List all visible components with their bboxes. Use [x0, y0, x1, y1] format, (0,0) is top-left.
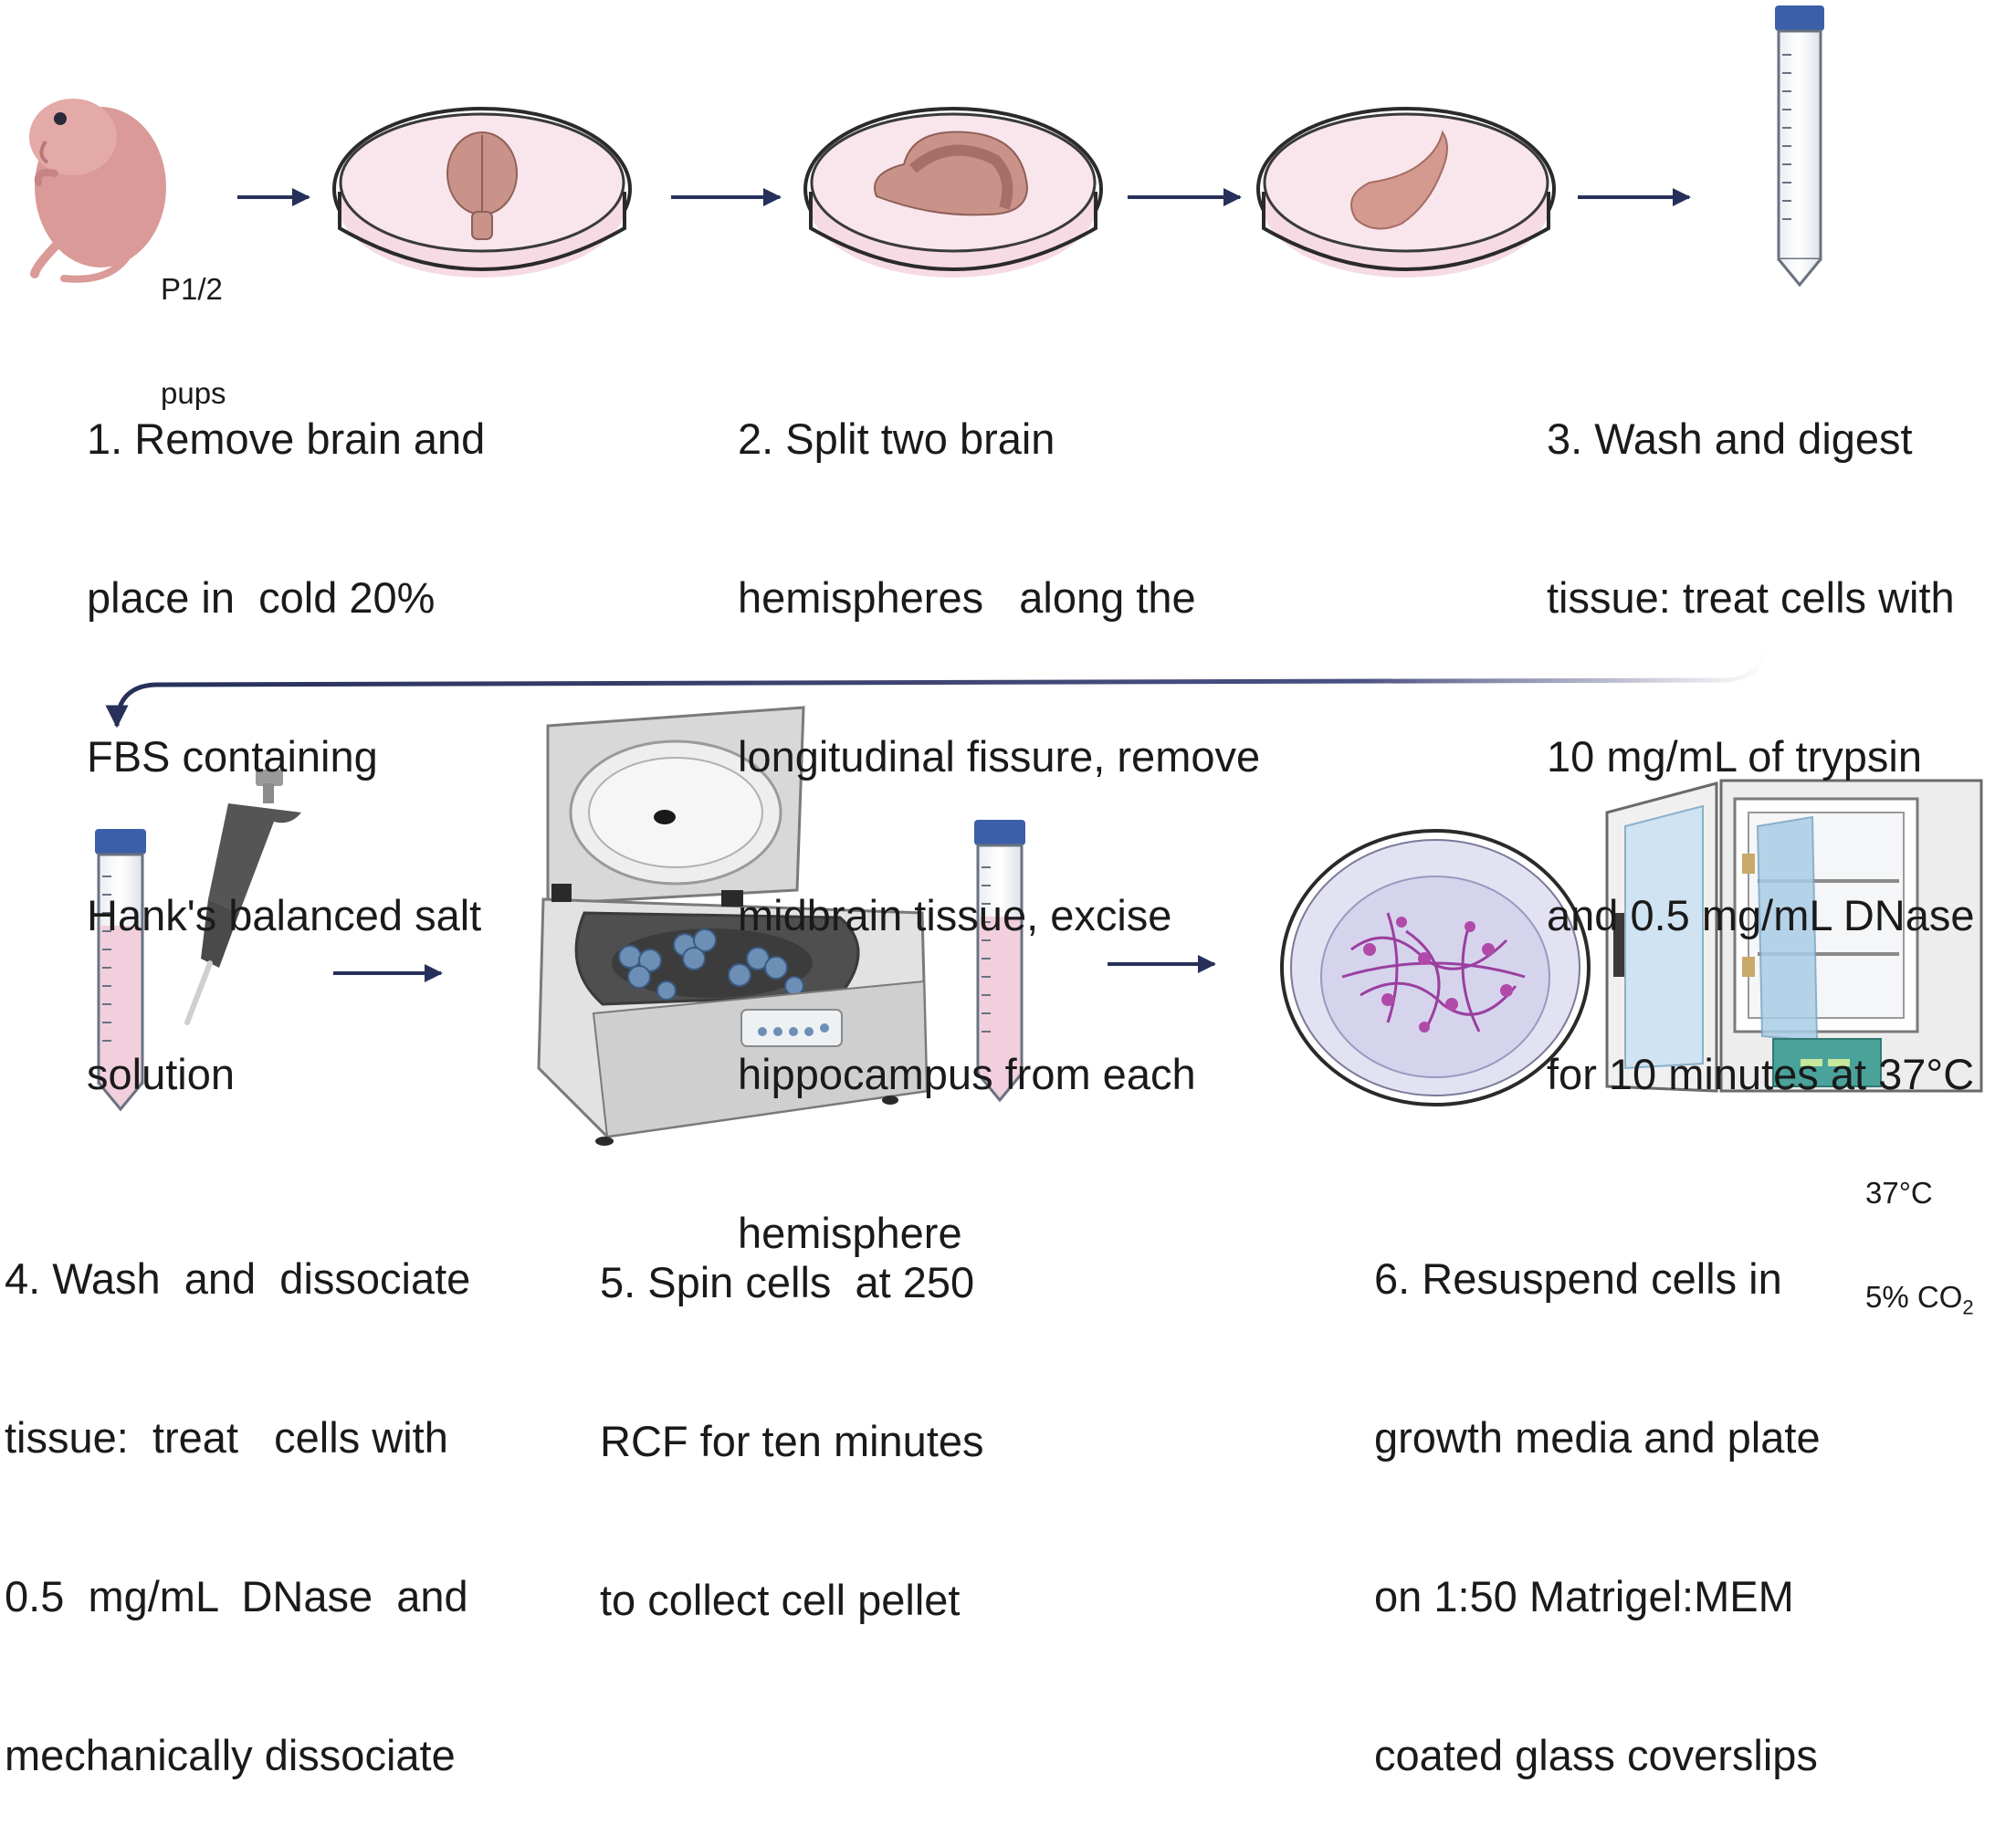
step-3-text: 3. Wash and digest tissue: treat cells w…	[1547, 307, 1975, 1154]
step-line: 3. Wash and digest	[1547, 414, 1913, 463]
incubator-label: 37°C 5% CO2	[1865, 1106, 1974, 1360]
step-5-text: 5. Spin cells at 250 RCF for ten minutes…	[600, 1150, 984, 1680]
step-line: 0.5 mg/mL DNase and	[5, 1572, 468, 1620]
step-line: FBS containing	[87, 732, 378, 781]
step-line: 2. Split two brain	[738, 414, 1055, 463]
step-line: RCF for ten minutes	[600, 1417, 984, 1465]
step-line: 1. Remove brain and	[87, 414, 486, 463]
step-line: midbrain tissue, excise	[738, 891, 1172, 939]
step-line: 4. Wash and dissociate	[5, 1254, 471, 1303]
step-line: hemispheres along the	[738, 573, 1196, 622]
incubator-temp: 37°C	[1865, 1176, 1933, 1210]
incubator-co2: 5% CO2	[1865, 1280, 1974, 1326]
petri-dish-hemisphere-icon	[803, 107, 1103, 278]
pup-label-line: P1/2	[161, 272, 223, 306]
petri-dish-brain-icon	[332, 107, 632, 278]
petri-dish-hippocampus-icon	[1256, 107, 1556, 278]
step-line: tissue: treat cells with	[5, 1413, 448, 1462]
pup-label-line: pups	[161, 376, 226, 410]
step-6-text: 6. Resuspend cells in growth media and p…	[1374, 1147, 1821, 1835]
step-line: for 10 minutes at 37°C	[1547, 1050, 1975, 1098]
step-1-text: 1. Remove brain and place in cold 20% FB…	[87, 307, 485, 1154]
mouse-pup-icon	[29, 99, 166, 283]
workflow-diagram	[29, 5, 1983, 1146]
conical-tube-icon	[974, 820, 1025, 1103]
step-line: place in cold 20%	[87, 573, 436, 622]
step-4-text: 4. Wash and dissociate tissue: treat cel…	[5, 1147, 516, 1835]
step-line: 5. Spin cells at 250	[600, 1258, 975, 1306]
step-line: mechanically dissociate	[5, 1731, 456, 1779]
step-line: 6. Resuspend cells in	[1374, 1254, 1782, 1303]
co2-subscript: 2	[1962, 1295, 1974, 1319]
connector-arrow	[105, 638, 1769, 729]
step-line: growth media and plate	[1374, 1413, 1821, 1462]
step-line: tissue: treat cells with	[1547, 573, 1955, 622]
step-line: 10 mg/mL of trypsin	[1547, 732, 1922, 781]
culture-dish-neurons-icon	[1280, 829, 1591, 1106]
step-line: longitudinal fissure, remove	[738, 732, 1261, 781]
conical-tube-icon	[95, 829, 146, 1112]
step-line: on 1:50 Matrigel:MEM	[1374, 1572, 1794, 1620]
conical-tube-icon	[1775, 5, 1824, 288]
step-line: to collect cell pellet	[600, 1576, 961, 1624]
pup-label: P1/2 pups	[161, 203, 226, 446]
step-line: solution	[87, 1050, 235, 1098]
incubator-icon	[1605, 779, 1983, 1093]
step-line: hippocampus from each	[738, 1050, 1196, 1098]
step-line: and 0.5 mg/mL DNase	[1547, 891, 1975, 939]
step-line: Hank's balanced salt	[87, 891, 482, 939]
step-2-text: 2. Split two brain hemispheres along the…	[738, 307, 1260, 1313]
step-line: coated glass coverslips	[1374, 1731, 1818, 1779]
centrifuge-icon	[537, 706, 929, 1146]
pipette-icon	[184, 770, 301, 1025]
co2-text: 5% CO	[1865, 1280, 1963, 1314]
step-line: hemisphere	[738, 1209, 962, 1257]
